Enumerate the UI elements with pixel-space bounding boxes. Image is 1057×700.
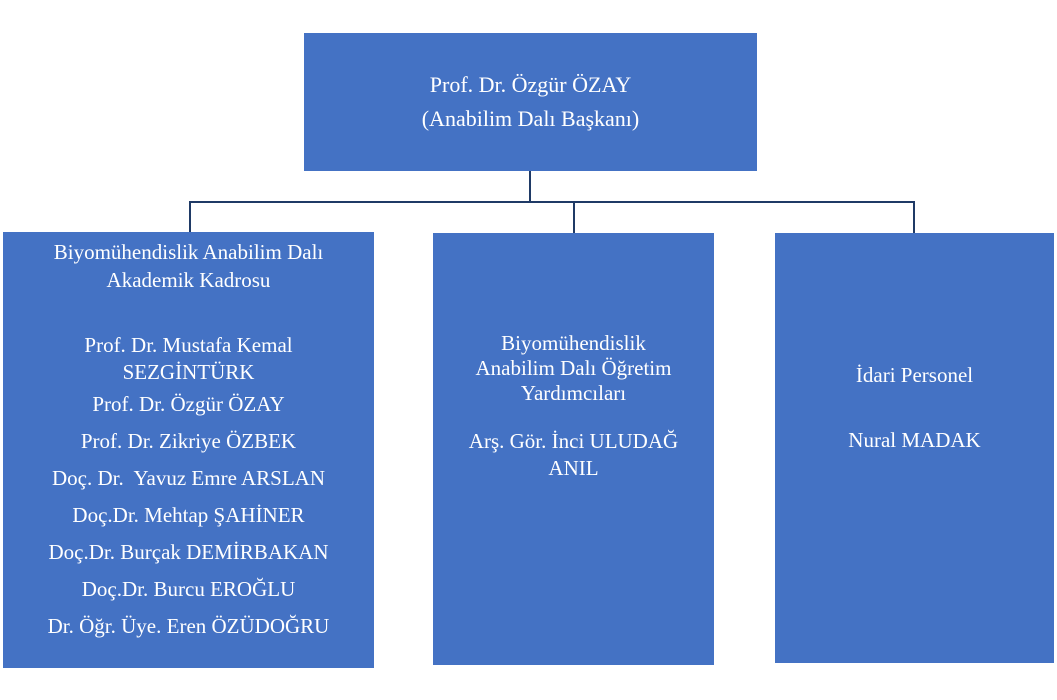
academic-member: Prof. Dr. Özgür ÖZAY <box>92 392 285 416</box>
academic-title-line1: Biyomühendislik Anabilim Dalı <box>53 240 324 264</box>
assistant-person-line2: ANIL <box>548 455 599 480</box>
head-node: Prof. Dr. Özgür ÖZAY (Anabilim Dalı Başk… <box>304 33 757 171</box>
head-role: (Anabilim Dalı Başkanı) <box>421 106 640 131</box>
connector-horizontal <box>189 201 915 203</box>
assistant-person-line1: Arş. Gör. İnci ULUDAĞ <box>468 428 679 453</box>
academic-member: Doç. Dr. Yavuz Emre ARSLAN <box>52 466 325 490</box>
assistants-node: Biyomühendislik Anabilim Dalı Öğretim Ya… <box>433 233 714 665</box>
academic-staff-node: Biyomühendislik Anabilim Dalı Akademik K… <box>3 232 374 668</box>
admin-staff-node: İdari Personel Nural MADAK <box>775 233 1054 663</box>
academic-member: Doç.Dr. Burçak DEMİRBAKAN <box>48 540 329 564</box>
academic-member: SEZGİNTÜRK <box>122 360 255 384</box>
academic-member: Doç.Dr. Burcu EROĞLU <box>81 577 296 601</box>
connector-vertical-top <box>529 171 531 202</box>
academic-member: Prof. Dr. Zikriye ÖZBEK <box>80 429 297 453</box>
academic-member: Prof. Dr. Mustafa Kemal <box>84 333 293 357</box>
head-name: Prof. Dr. Özgür ÖZAY <box>429 72 632 97</box>
connector-right-drop <box>913 201 915 233</box>
connector-mid-drop <box>573 201 575 233</box>
academic-title-line2: Akademik Kadrosu <box>106 268 271 292</box>
assistants-title-line2: Anabilim Dalı Öğretim <box>475 355 672 380</box>
academic-member: Doç.Dr. Mehtap ŞAHİNER <box>72 503 305 527</box>
admin-person: Nural MADAK <box>848 428 981 452</box>
assistants-title-line3: Yardımcıları <box>520 380 627 405</box>
admin-title: İdari Personel <box>855 363 974 387</box>
assistants-title-line1: Biyomühendislik <box>501 330 646 355</box>
academic-member: Dr. Öğr. Üye. Eren ÖZÜDOĞRU <box>47 614 330 638</box>
connector-left-drop <box>189 201 191 232</box>
